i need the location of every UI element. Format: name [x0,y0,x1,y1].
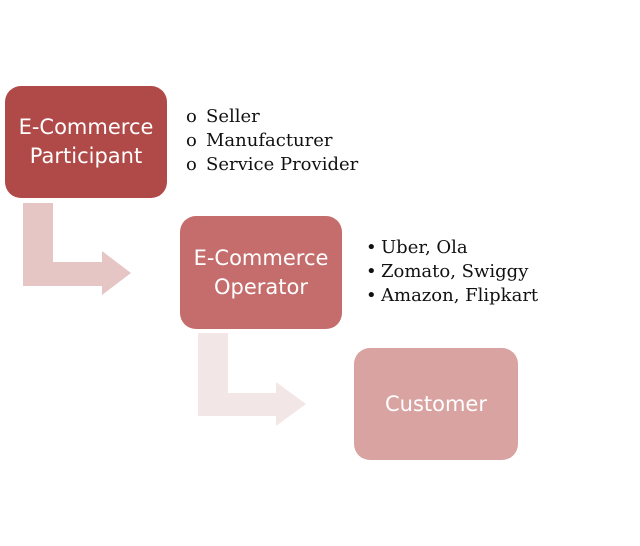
list-item-label: Seller [206,106,260,127]
bent-arrow-participant-to-operator [23,203,131,295]
bullet-icon: • [366,285,377,306]
bullet-icon: • [366,261,377,282]
list-item-label: Service Provider [206,154,359,175]
list-item-label: Uber, Ola [381,237,468,258]
hollow-bullet-icon: o [186,154,197,175]
participant-box: E-Commerce Participant [5,86,167,198]
customer-box: Customer [354,348,518,460]
list-item: • Amazon, Flipkart [366,284,538,308]
bullet-icon: • [366,237,377,258]
list-item: • Uber, Ola [366,236,538,260]
bent-arrow-operator-to-customer [198,333,306,426]
hollow-bullet-icon: o [186,130,197,151]
list-item: o Service Provider [186,153,358,177]
list-item: • Zomato, Swiggy [366,260,538,284]
list-item-label: Zomato, Swiggy [381,261,529,282]
operator-list: • Uber, Ola • Zomato, Swiggy • Amazon, F… [366,236,538,308]
list-item: o Manufacturer [186,129,358,153]
list-item: o Seller [186,105,358,129]
participant-list: o Seller o Manufacturer o Service Provid… [186,105,358,177]
list-item-label: Amazon, Flipkart [381,285,539,306]
hollow-bullet-icon: o [186,106,197,127]
operator-box: E-Commerce Operator [180,216,342,329]
list-item-label: Manufacturer [206,130,333,151]
